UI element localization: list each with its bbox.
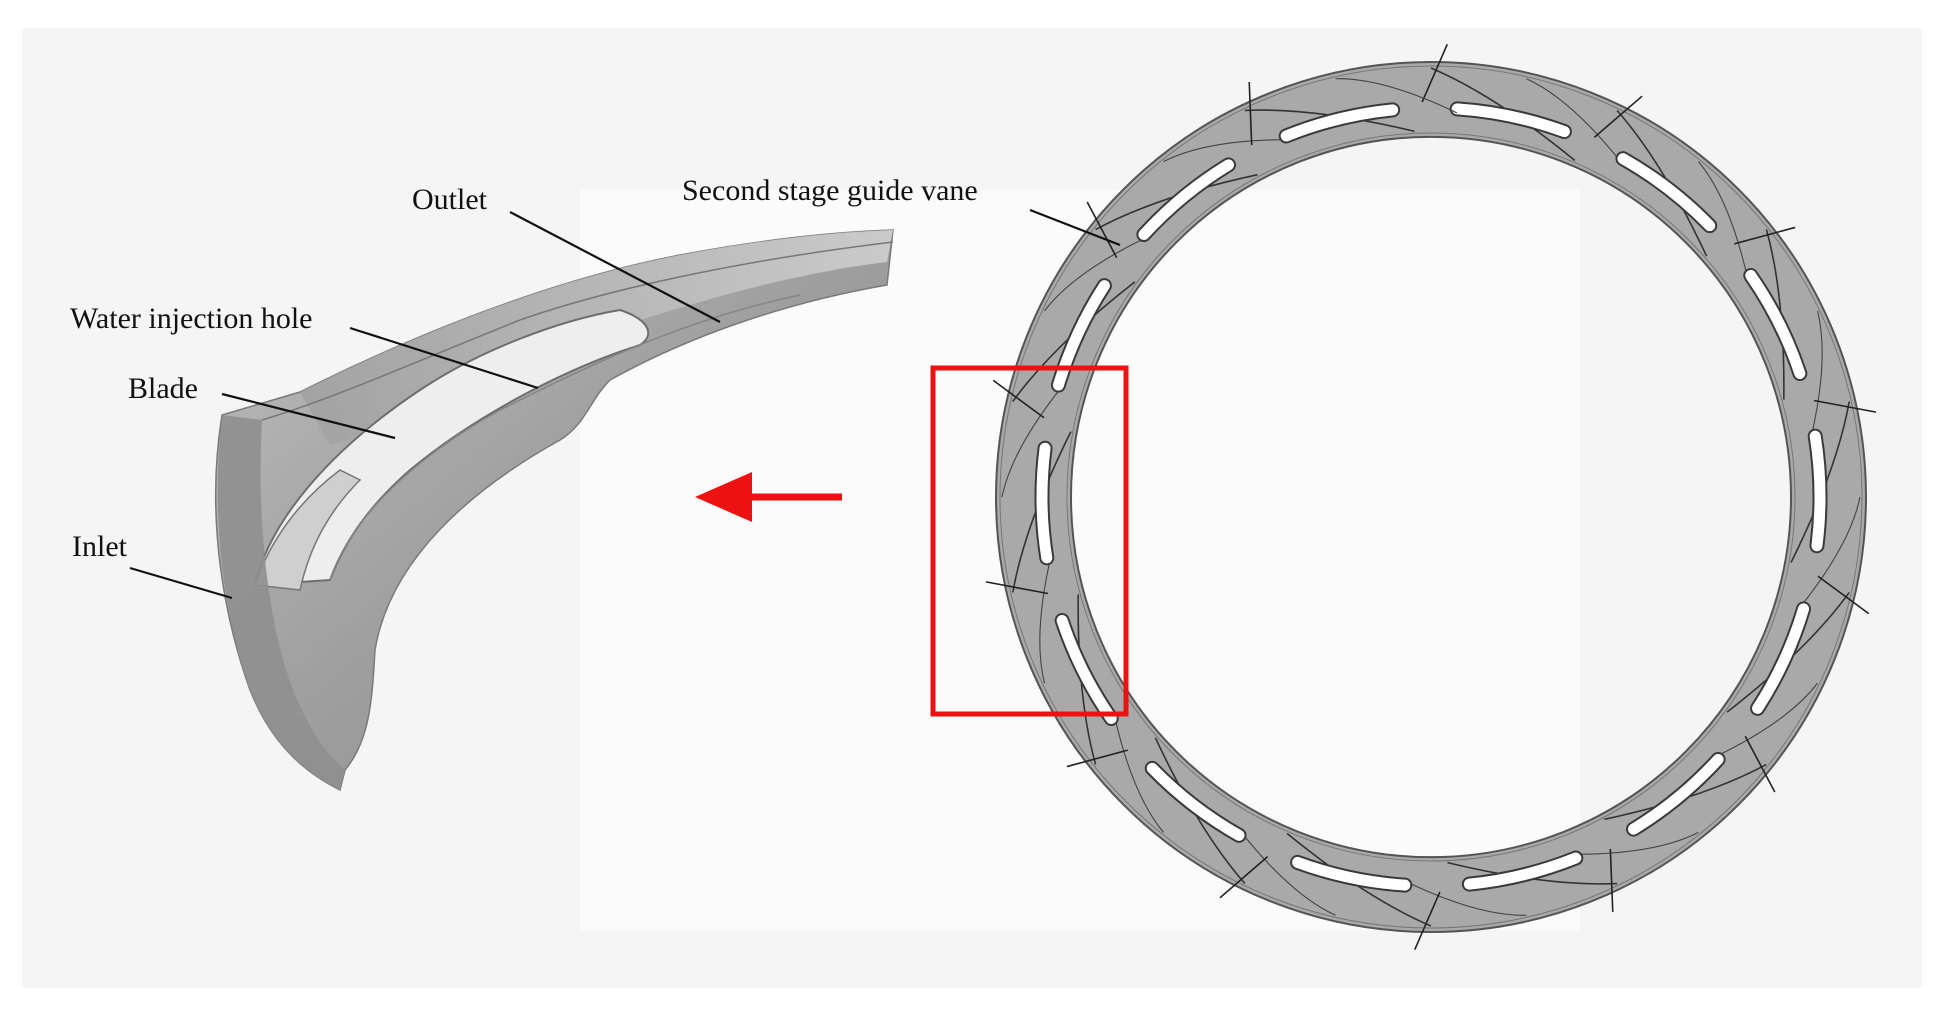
vane-contour-line [1574, 831, 1699, 855]
vane-tick-line [992, 379, 1045, 419]
vane-tick-line [1817, 575, 1870, 615]
water-injection-hole-label: Water injection hole [70, 302, 313, 335]
vane-contour-line [1404, 880, 1527, 916]
vane-tick-line [985, 581, 1049, 595]
injection-slot [1280, 104, 1399, 142]
outlet-label: Outlet [412, 183, 488, 216]
vane-blade-line [1244, 109, 1415, 133]
direction-arrow [695, 472, 842, 522]
vane-contour-line [1698, 161, 1749, 278]
passage-edge-line-1 [261, 241, 894, 421]
vane-blade-line [1012, 281, 1136, 403]
vane-contour-line [1163, 139, 1288, 163]
blade-wall [253, 469, 362, 591]
arrow-head [695, 472, 752, 522]
ring-inner-edge [1066, 132, 1796, 862]
injection-slot [1292, 856, 1411, 891]
vane-blade-line [1154, 737, 1246, 885]
vane-contour-line [1810, 310, 1823, 437]
vane-blade-line [1447, 861, 1618, 885]
vane-tick-line [1248, 82, 1253, 146]
vane-blade-line [1790, 401, 1851, 563]
injection-slot [1052, 280, 1110, 391]
vane-tick-line [1734, 226, 1796, 245]
blade-label: Blade [128, 372, 198, 405]
vane-tick-line [1593, 95, 1643, 138]
vane-blade-line [1095, 173, 1258, 231]
inlet-label: Inlet [72, 530, 128, 563]
vane-blade-line [1726, 591, 1850, 713]
second-stage-guide-vane-label: Second stage guide vane [682, 174, 978, 207]
vane-contour-line [1799, 496, 1861, 609]
injection-slot [1809, 430, 1826, 552]
vane-tick-line [1609, 848, 1614, 912]
ring-body [994, 61, 1868, 933]
injection-slot [1451, 103, 1570, 138]
ring-annulus [994, 61, 1868, 933]
injection-slot [1745, 269, 1806, 379]
injection-slot [1752, 603, 1810, 714]
blade-channel [253, 308, 650, 587]
injection-slot [1146, 762, 1245, 841]
guide-vane-ring [985, 43, 1877, 951]
vane-blade-line [1011, 431, 1072, 593]
outlet-leader [509, 211, 721, 323]
ring-details [985, 43, 1877, 951]
vane-contour-line [1526, 78, 1622, 163]
inlet-leader [129, 566, 233, 600]
injection-slot [1628, 753, 1724, 835]
vane-tick-line [1414, 891, 1441, 951]
injection-slot [1617, 153, 1716, 232]
vane-blade-line [1286, 832, 1432, 927]
second-stage-guide-vane-leader [1029, 208, 1121, 247]
blade-passage-3d-view [214, 229, 894, 792]
vane-blade-line [1616, 109, 1708, 257]
leader-lines-left [129, 211, 721, 600]
ring-outer-edge [999, 65, 1863, 929]
vane-contour-line [1113, 716, 1164, 833]
vane-contour-line [1714, 682, 1818, 758]
vane-tick-line [1219, 856, 1269, 899]
passage-edge-line-2 [329, 294, 801, 581]
vane-tick-line [1421, 43, 1448, 103]
vane-contour-line [1240, 831, 1336, 916]
vane-blade-line [1430, 67, 1576, 162]
injection-slot [1138, 159, 1234, 241]
vane-tick-line [1813, 399, 1877, 413]
vane-contour-line [1044, 236, 1148, 312]
vane-blade-line [1765, 229, 1785, 400]
blade-leader [221, 392, 396, 440]
vane-tick-line [1086, 201, 1118, 259]
vane-contour-line [1039, 557, 1052, 684]
vane-contour-line [1335, 78, 1458, 114]
vane-tick-line [1066, 749, 1128, 768]
vane-tick-line [1744, 735, 1776, 793]
highlight-box [930, 365, 1129, 717]
vane-blade-line [1604, 763, 1767, 821]
water-injection-hole-leader [349, 326, 539, 390]
inlet-face [217, 415, 345, 790]
injection-slot [1036, 442, 1053, 564]
vane-blade-line [1077, 594, 1097, 765]
vane-contour-line [1001, 385, 1063, 498]
injection-slot [1463, 852, 1582, 890]
